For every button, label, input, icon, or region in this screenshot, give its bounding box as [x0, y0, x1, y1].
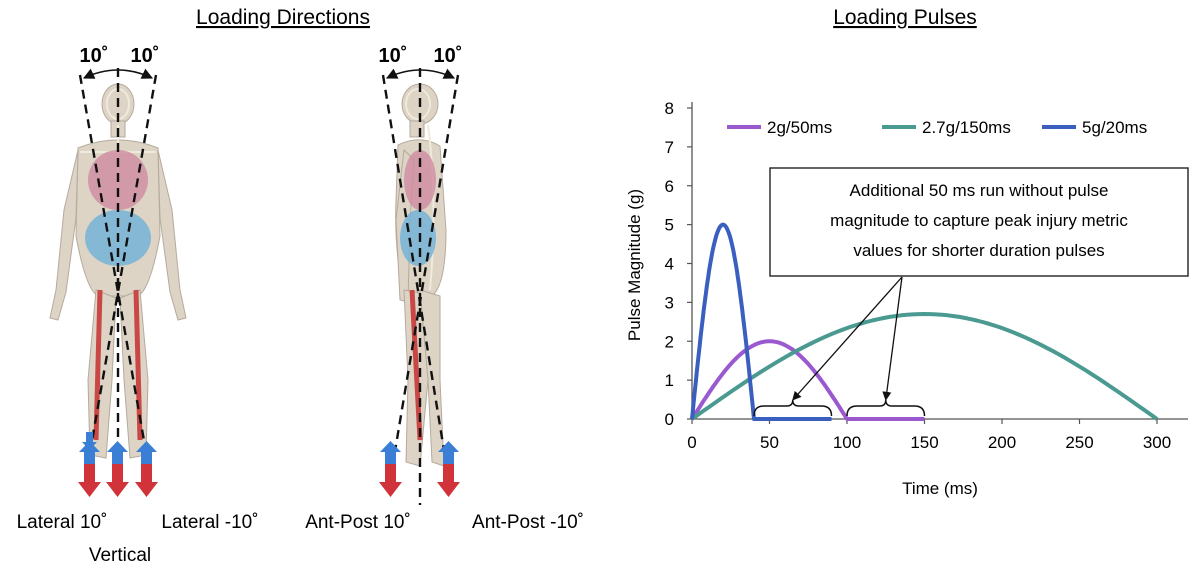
- front-angle-right: 10˚: [131, 44, 160, 67]
- annotation-box: Additional 50 ms run without pulse magnit…: [769, 167, 1189, 401]
- chart-legend: 2g/50ms 2.7g/150ms 5g/20ms: [727, 118, 1147, 137]
- side-down-arrow-right: [437, 482, 460, 497]
- series-line-2: [690, 312, 1159, 421]
- series-line-3: [690, 222, 832, 421]
- y-tick-label: 1: [665, 371, 674, 390]
- y-tick-label: 5: [665, 216, 674, 235]
- side-muscle: [409, 289, 423, 441]
- side-angle-right: 10˚: [434, 44, 463, 67]
- side-up-arrow-left: [380, 441, 401, 452]
- y-tick-label: 2: [665, 332, 674, 351]
- side-angle-left: 10˚: [379, 44, 408, 67]
- label-vertical: Vertical: [89, 545, 151, 566]
- label-antpost-positive: Ant-Post 10˚: [305, 512, 411, 533]
- x-ticks: 0 50 100 150 200 250 300: [687, 419, 1171, 452]
- y-tick-label: 3: [665, 293, 674, 312]
- x-tick-label: 250: [1065, 433, 1093, 452]
- loading-pulses-title: Loading Pulses: [833, 6, 977, 29]
- side-arrows: [379, 441, 460, 497]
- x-tick-label: 150: [910, 433, 938, 452]
- x-tick-label: 100: [833, 433, 861, 452]
- series-line-1: [690, 339, 925, 421]
- annotation-line-1: Additional 50 ms run without pulse: [850, 181, 1109, 200]
- x-tick-label: 0: [687, 433, 696, 452]
- label-lateral-negative: Lateral -10˚: [161, 512, 258, 533]
- front-figure: 10˚ 10˚: [49, 44, 187, 497]
- side-down-arrow-left: [379, 482, 402, 497]
- label-antpost-negative: Ant-Post -10˚: [472, 512, 584, 533]
- y-ticks: 0 1 2 3 4 5 6 7 8: [665, 99, 692, 429]
- side-angle-arc: [385, 68, 456, 79]
- legend-label-2: 2.7g/150ms: [922, 118, 1011, 137]
- front-arrows: [78, 432, 158, 497]
- front-direction-lines: [78, 68, 158, 476]
- y-tick-label: 7: [665, 138, 674, 157]
- y-axis-label: Pulse Magnitude (g): [625, 189, 644, 341]
- front-down-arrow-left: [78, 482, 101, 497]
- side-up-arrow-right: [438, 441, 459, 452]
- side-figure: 10˚ 10˚: [379, 44, 463, 505]
- front-up-arrow-right: [136, 441, 157, 452]
- y-tick-label: 4: [665, 255, 674, 274]
- loading-directions-title: Loading Directions: [196, 6, 370, 29]
- annotation-frame: [769, 167, 1189, 277]
- front-angle-arc: [82, 68, 154, 79]
- legend-label-3: 5g/20ms: [1082, 118, 1147, 137]
- annotation-arrow-1: [792, 276, 903, 401]
- x-tick-label: 300: [1143, 433, 1171, 452]
- front-down-arrow-right: [135, 482, 158, 497]
- bracket-2: [846, 399, 926, 417]
- front-angle-left: 10˚: [80, 44, 109, 67]
- y-tick-label: 0: [665, 410, 674, 429]
- chart-series: [690, 222, 1159, 421]
- legend-label-1: 2g/50ms: [767, 118, 832, 137]
- side-skeleton: [405, 88, 435, 291]
- side-direction-lines: [381, 68, 460, 505]
- front-up-arrow-center: [107, 441, 128, 452]
- x-axis-label: Time (ms): [902, 479, 978, 498]
- bracket-1: [753, 399, 833, 417]
- annotation-line-3: values for shorter duration pulses: [853, 241, 1104, 260]
- front-down-arrow-center: [106, 482, 129, 497]
- x-tick-label: 50: [760, 433, 779, 452]
- pulse-chart: 0 1 2 3 4 5 6 7 8 0 50 100 150 200 250 300 2g/50ms 2.7g…: [625, 99, 1189, 498]
- annotation-arrow-2: [882, 276, 903, 401]
- x-tick-label: 200: [988, 433, 1016, 452]
- side-abdomen: [400, 210, 436, 266]
- annotation-line-2: magnitude to capture peak injury metric: [830, 211, 1128, 230]
- y-tick-label: 6: [665, 177, 674, 196]
- label-lateral-positive: Lateral 10˚: [17, 512, 108, 533]
- y-tick-label: 8: [665, 99, 674, 118]
